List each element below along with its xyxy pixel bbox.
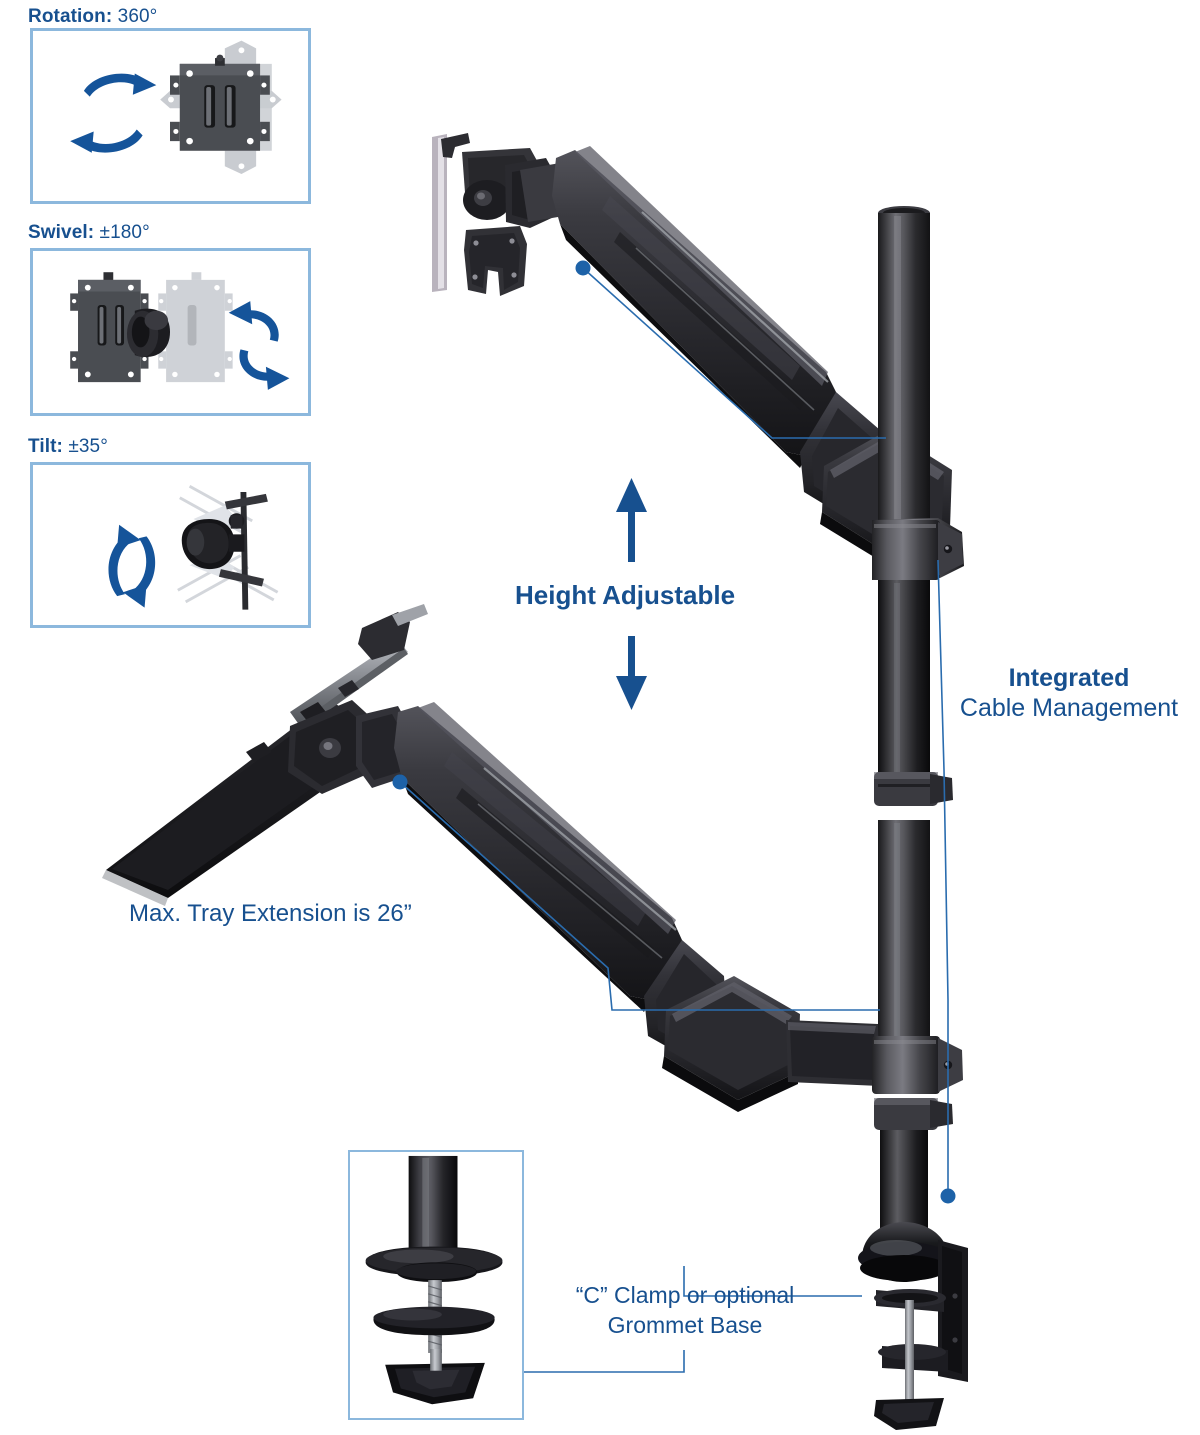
laptop-tray [102,604,428,906]
spec-label-swivel-key: Swivel: [28,222,95,243]
spec-label-swivel-value: ±180° [94,222,150,243]
pole-clamp-collar-lower [872,1036,963,1094]
spec-label-tilt: Tilt: ±35° [28,436,108,458]
vesa-plate-main [170,54,270,151]
tilt-arrows-with-monitor-head [108,484,279,610]
c-clamp-desk-base [858,1222,968,1430]
callout-height-adjustable: Height Adjustable [515,580,736,610]
callout-cable-management-line2: Cable Management [959,693,1179,722]
spec-label-rotation-value: 360° [112,6,158,27]
swivel-barrel-joint [126,308,171,358]
callout-cable-management: Integrated Cable Management [938,664,1200,723]
swivel-arrow-icon [228,301,290,390]
callout-tray-extension: Max. Tray Extension is 26” [129,900,412,927]
spec-box-tilt [30,462,311,628]
spec-box-swivel [30,248,311,416]
spec-label-swivel: Swivel: ±180° [28,222,150,244]
monitor-head-main [181,491,268,610]
callout-clamp-base-line1: “C” Clamp or optional [575,1282,795,1308]
vesa-plate-ghost [158,272,233,383]
cable-clip-mid [874,772,953,806]
spec-label-tilt-key: Tilt: [28,436,63,457]
spec-label-rotation-key: Rotation: [28,6,113,27]
tilt-arrow-icon [108,524,156,608]
pole-clamp-collar-upper [872,518,964,580]
callout-clamp-base: “C” Clamp or optional Grommet Base [560,1281,810,1341]
rotation-arrows-with-vesa-plate [70,40,282,174]
vesa-monitor-bracket-upper [432,133,566,296]
swivel-arrows-with-vesa-plate [70,272,290,390]
cable-clip-lower [874,1098,953,1130]
pole-with-grommet-base-washer-and-knob [365,1155,503,1405]
callout-cable-management-line1: Integrated [1008,664,1130,692]
spec-label-rotation: Rotation: 360° [28,6,157,28]
callout-clamp-base-line2: Grommet Base [607,1311,763,1338]
grommet-base-inset-box [348,1150,524,1420]
spec-box-rotation [30,28,311,204]
rotation-arrow-icon [70,73,157,153]
vesa-plate-main [70,272,149,383]
gas-spring-arm-lower [394,702,880,1112]
spec-label-tilt-value: ±35° [62,436,108,457]
